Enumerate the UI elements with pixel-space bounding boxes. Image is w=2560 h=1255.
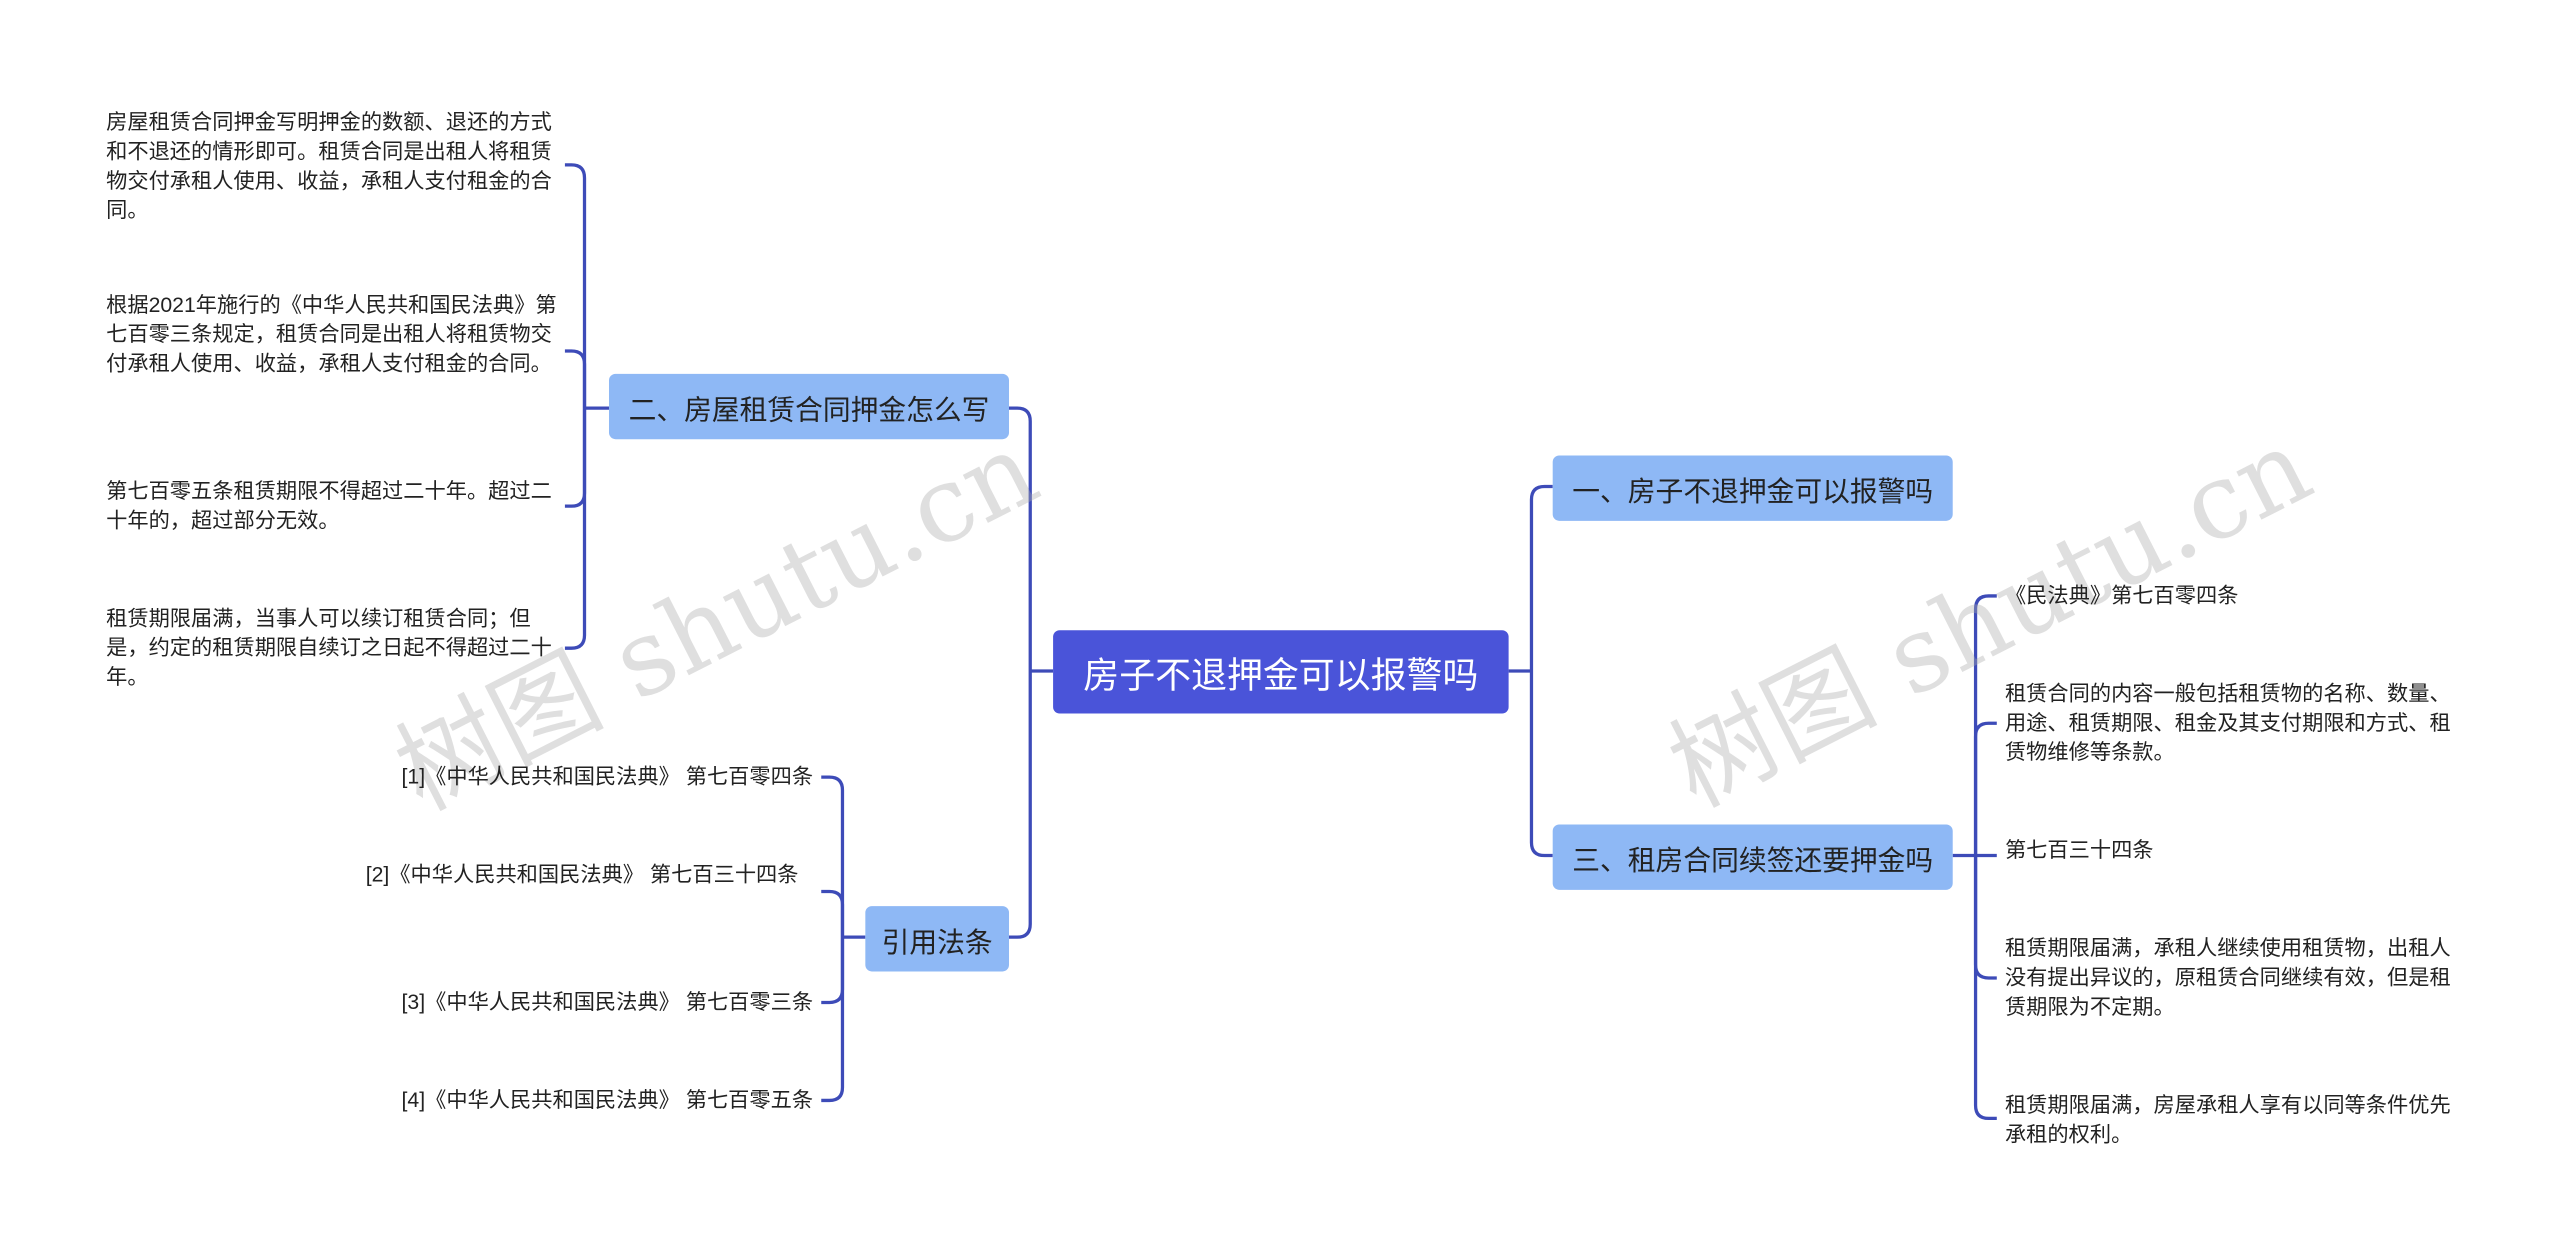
- leaf-b3-2: 租赁合同的内容一般包括租赁物的名称、数量、用途、租赁期限、租金及其支付期限和方式…: [2004, 680, 2451, 765]
- leaf-b3-4: 租赁期限届满，承租人继续使用租赁物，出租人没有提出异议的，原租赁合同继续有效，但…: [2004, 935, 2451, 1019]
- link-left-b2: [1009, 406, 1032, 672]
- link-right-b3: [1529, 671, 1553, 858]
- branch-node-3[interactable]: 三、租房合同续签还要押金吗: [1552, 824, 1953, 890]
- bracket-b4-leaf2: [821, 889, 845, 938]
- branch-node-1[interactable]: 一、房子不退押金可以报警吗: [1552, 455, 1953, 521]
- bracket-b2-leaf3: [564, 408, 587, 508]
- leaf-b4-4: [4]《中华人民共和国民法典》 第七百零五条: [401, 1087, 814, 1112]
- leaf-b2-2: 根据2021年施行的《中华人民共和国民法典》第七百零三条规定，租赁合同是出租人将…: [106, 292, 557, 376]
- bracket-b2-bottom: [564, 408, 587, 650]
- bracket-b4-bottom: [821, 937, 845, 1103]
- bracket-b3-bottom: [1973, 855, 1997, 1121]
- root-node[interactable]: 房子不退押金可以报警吗: [1053, 630, 1509, 714]
- bracket-b4-top: [821, 775, 845, 938]
- leaf-b2-3: 第七百零五条租赁期限不得超过二十年。超过二十年的，超过部分无效。: [106, 478, 552, 533]
- bracket-b3-leaf2: [1973, 721, 1997, 856]
- bracket-b3-leaf4: [1973, 855, 1997, 980]
- branch-node-4[interactable]: 引用法条: [865, 906, 1010, 972]
- link-right-b1: [1529, 484, 1553, 672]
- bracket-b2-top: [564, 163, 587, 409]
- leaf-b3-3: 第七百三十四条: [2004, 837, 2154, 863]
- link-left-b4: [1009, 671, 1032, 939]
- leaf-b3-1: 《民法典》第七百零四条: [2004, 582, 2239, 608]
- leaf-b4-1: [1]《中华人民共和国民法典》 第七百零四条: [401, 764, 814, 789]
- leaf-b3-5: 租赁期限届满，房屋承租人享有以同等条件优先承租的权利。: [2004, 1092, 2451, 1147]
- bracket-b3-top: [1973, 594, 1997, 856]
- bracket-b2-leaf2: [564, 349, 587, 409]
- leaf-b2-1: 房屋租赁合同押金写明押金的数额、退还的方式和不退还的情形即可。租赁合同是出租人将…: [106, 109, 552, 223]
- bracket-b4-leaf3: [821, 937, 845, 1005]
- leaf-b4-2: [2]《中华人民共和国民法典》 第七百三十四条: [365, 862, 799, 887]
- leaf-b2-4: 租赁期限届满，当事人可以续订租赁合同；但是，约定的租赁期限自续订之日起不得超过二…: [106, 605, 552, 689]
- branch-node-2[interactable]: 二、房屋租赁合同押金怎么写: [608, 373, 1010, 440]
- leaf-b4-3: [3]《中华人民共和国民法典》 第七百零三条: [401, 989, 814, 1014]
